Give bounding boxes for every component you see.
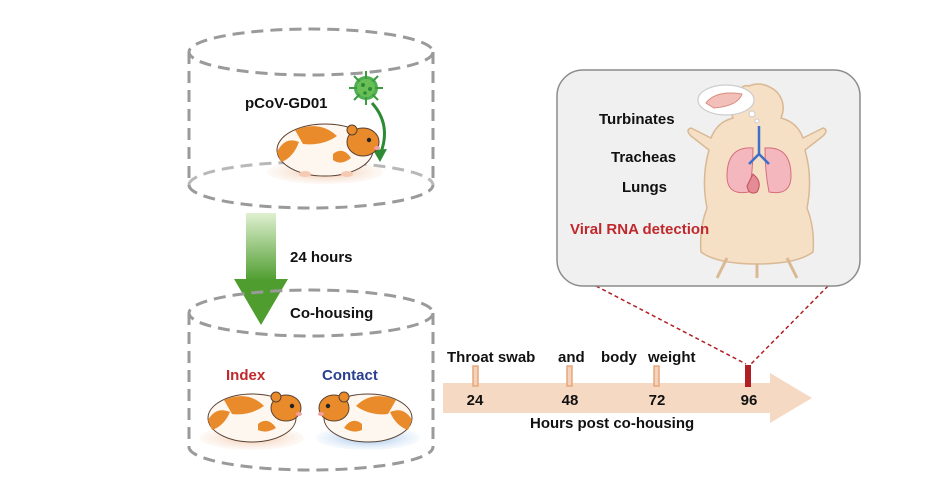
bottom-cage — [187, 288, 435, 472]
sampling-word-4: weight — [647, 349, 696, 366]
cohousing-label: Co-housing — [290, 305, 373, 322]
infection-arrow — [370, 101, 387, 162]
lungs-icon — [726, 147, 792, 194]
organ-lungs: Lungs — [622, 179, 667, 196]
tick-labels: 24 48 72 96 — [467, 392, 758, 409]
index-label: Index — [226, 367, 266, 384]
virus-label: pCoV-GD01 — [245, 95, 328, 112]
tick-96 — [745, 365, 751, 387]
tick-label-24: 24 — [467, 392, 484, 409]
zoom-connector — [595, 285, 829, 365]
sampling-word-1: Throat swab — [447, 349, 535, 366]
top-cage — [187, 27, 435, 210]
axis-title: Hours post co-housing — [530, 415, 694, 432]
sampling-word-2: and — [558, 349, 585, 366]
wait-label: 24 hours — [290, 249, 353, 266]
organ-tracheas: Tracheas — [611, 149, 676, 166]
contact-hamster-icon — [316, 391, 420, 450]
tick-marks — [472, 365, 751, 387]
tick-label-48: 48 — [562, 392, 579, 409]
tick-label-96: 96 — [741, 392, 758, 409]
timeline-arrow — [443, 373, 812, 423]
hamster-icon — [267, 123, 383, 184]
virus-icon — [349, 71, 383, 105]
contact-label: Contact — [322, 367, 378, 384]
sampling-labels: Throat swab and body weight — [447, 349, 696, 366]
tick-24 — [472, 365, 479, 387]
tick-72 — [653, 365, 660, 387]
dissected-hamster-icon — [687, 83, 827, 279]
wait-arrow — [234, 213, 288, 325]
trachea-icon — [748, 126, 770, 165]
tick-label-72: 72 — [649, 392, 666, 409]
index-hamster-icon — [200, 391, 304, 450]
turbinate-icon — [697, 84, 760, 124]
sampling-word-3: body — [601, 349, 637, 366]
organ-turbinates: Turbinates — [599, 111, 675, 128]
tick-48 — [566, 365, 573, 387]
detection-label: Viral RNA detection — [570, 221, 709, 238]
